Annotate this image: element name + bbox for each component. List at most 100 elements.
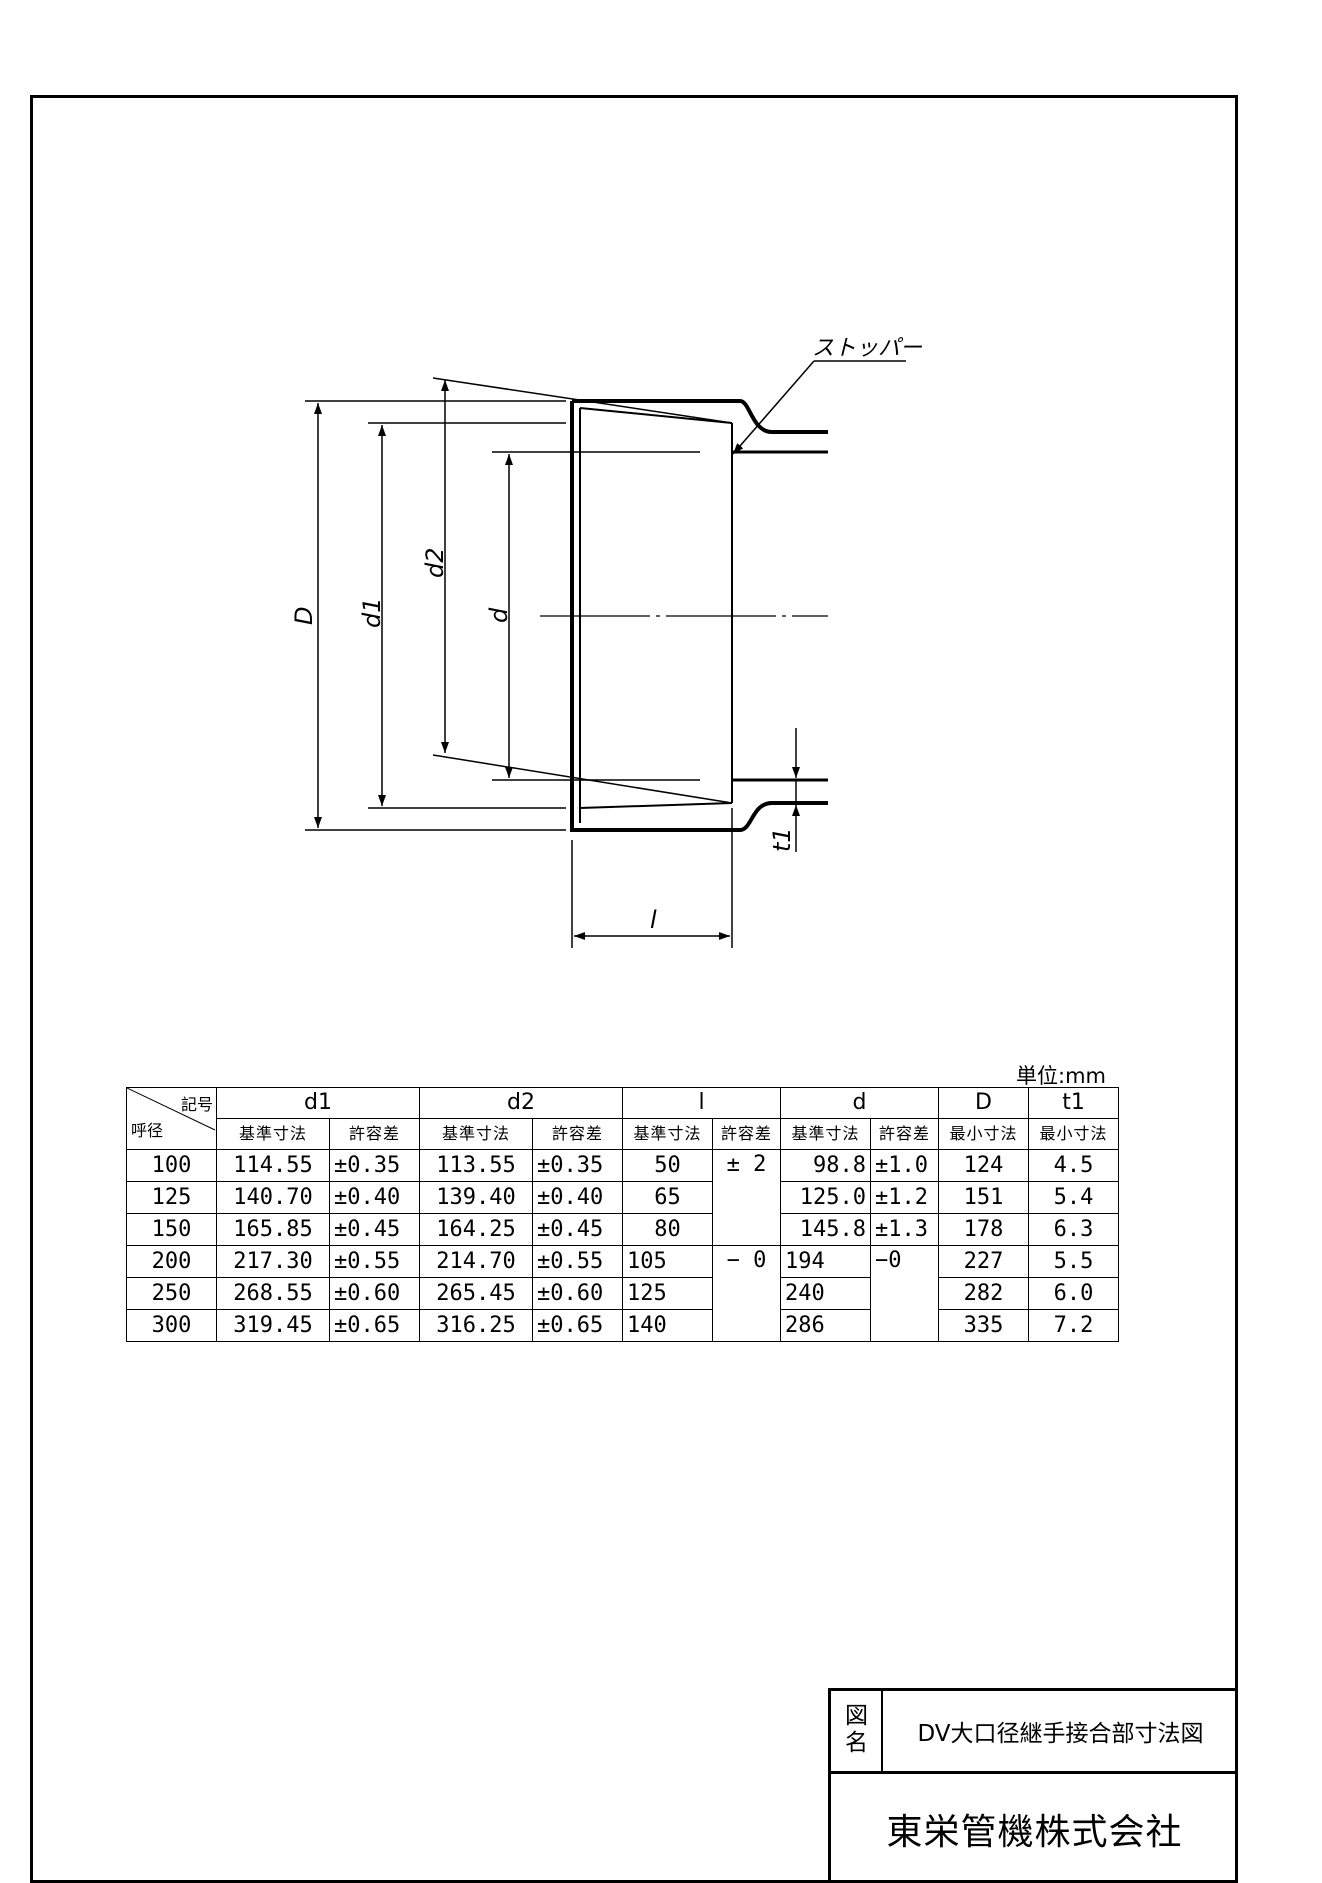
- cell-d2: 316.25: [419, 1309, 533, 1342]
- label-l: l: [650, 906, 657, 934]
- subheader: 最小寸法: [1028, 1118, 1119, 1150]
- cell-d-tol: ±1.3: [870, 1213, 939, 1246]
- cell-D: 178: [938, 1213, 1029, 1246]
- title-block-label: 図名: [831, 1691, 883, 1771]
- company-name: 東栄管機株式会社: [831, 1771, 1238, 1883]
- group-header-d2: d2: [419, 1087, 623, 1119]
- title-block: 図名 DV大口径継手接合部寸法図 東栄管機株式会社: [828, 1688, 1238, 1883]
- cell-l: 50: [622, 1149, 713, 1182]
- cell-d-tol: ±1.2: [870, 1181, 939, 1214]
- cell-d2: 214.70: [419, 1245, 533, 1278]
- subheader: 基準寸法: [419, 1118, 533, 1150]
- cell-d2: 265.45: [419, 1277, 533, 1310]
- group-header-l: l: [622, 1087, 781, 1119]
- cell-d2-tol: ±0.40: [532, 1181, 623, 1214]
- cell-d2-tol: ±0.65: [532, 1309, 623, 1342]
- cell-l: 65: [622, 1181, 713, 1214]
- group-header-D: D: [938, 1087, 1029, 1119]
- unit-label: 単位:mm: [1016, 1064, 1106, 1088]
- cross-section-drawing: D d1 d2 d l t1 ストッパー: [290, 336, 923, 948]
- cell-d1: 268.55: [216, 1277, 330, 1310]
- cell-d2: 139.40: [419, 1181, 533, 1214]
- group-header-d: d: [780, 1087, 939, 1119]
- cell-d1: 319.45: [216, 1309, 330, 1342]
- cell-d1-tol: ±0.35: [329, 1149, 420, 1182]
- cell-t1: 4.5: [1028, 1149, 1119, 1182]
- cell-nominal: 250: [126, 1277, 217, 1310]
- table-corner-cell: 記号 呼径: [126, 1087, 217, 1150]
- cell-d: 194: [780, 1245, 871, 1278]
- cell-l: 80: [622, 1213, 713, 1246]
- cell-d2: 113.55: [419, 1149, 533, 1182]
- label-d1: d1: [358, 597, 386, 628]
- corner-symbol-label: 記号: [180, 1095, 213, 1114]
- cell-d1: 217.30: [216, 1245, 330, 1278]
- cell-l: 140: [622, 1309, 713, 1342]
- cell-d: 125.0: [780, 1181, 871, 1214]
- cell-l: 105: [622, 1245, 713, 1278]
- subheader: 許容差: [532, 1118, 623, 1150]
- cell-D: 335: [938, 1309, 1029, 1342]
- cell-d2-tol: ±0.45: [532, 1213, 623, 1246]
- subheader: 基準寸法: [216, 1118, 330, 1150]
- cell-D: 282: [938, 1277, 1029, 1310]
- table-row: 125 140.70 ±0.40 139.40 ±0.40 65 125.0 ±…: [126, 1181, 1119, 1214]
- socket-outline: [572, 399, 828, 434]
- label-d2: d2: [421, 547, 449, 578]
- cell-d2: 164.25: [419, 1213, 533, 1246]
- socket-outline-bottom: [570, 401, 828, 832]
- subheader: 許容差: [870, 1118, 939, 1150]
- cell-d: 286: [780, 1309, 871, 1342]
- cell-t1: 6.0: [1028, 1277, 1119, 1310]
- table-row: 300 319.45 ±0.65 316.25 ±0.65 140 286 33…: [126, 1309, 1119, 1342]
- cell-d1-tol: ±0.60: [329, 1277, 420, 1310]
- cell-nominal: 125: [126, 1181, 217, 1214]
- cell-D: 227: [938, 1245, 1029, 1278]
- cell-d-tol: ±1.0: [870, 1149, 939, 1182]
- table-row: 100 114.55 ±0.35 113.55 ±0.35 50 ± 2 98.…: [126, 1149, 1119, 1246]
- cell-D: 151: [938, 1181, 1029, 1214]
- cell-nominal: 300: [126, 1309, 217, 1342]
- label-D: D: [290, 607, 318, 625]
- cell-d2-tol: ±0.60: [532, 1277, 623, 1310]
- cell-d1-tol: ±0.55: [329, 1245, 420, 1278]
- cell-d1: 114.55: [216, 1149, 330, 1182]
- table-row: 250 268.55 ±0.60 265.45 ±0.60 125 240 28…: [126, 1277, 1119, 1310]
- cell-nominal: 100: [126, 1149, 217, 1182]
- cell-d1-tol: ±0.65: [329, 1309, 420, 1342]
- cell-d-tol: −0: [870, 1245, 939, 1342]
- cell-nominal: 200: [126, 1245, 217, 1278]
- subheader: 許容差: [712, 1118, 781, 1150]
- cell-d1: 165.85: [216, 1213, 330, 1246]
- cell-t1: 5.5: [1028, 1245, 1119, 1278]
- cell-d2-tol: ±0.55: [532, 1245, 623, 1278]
- cell-d1-tol: ±0.40: [329, 1181, 420, 1214]
- cell-d: 145.8: [780, 1213, 871, 1246]
- cell-d1: 140.70: [216, 1181, 330, 1214]
- label-t1: t1: [768, 827, 796, 852]
- table-row: 150 165.85 ±0.45 164.25 ±0.45 80 145.8 ±…: [126, 1213, 1119, 1246]
- subheader: 基準寸法: [622, 1118, 713, 1150]
- group-header-d1: d1: [216, 1087, 420, 1119]
- drawing-name: DV大口径継手接合部寸法図: [917, 1721, 1204, 1747]
- subheader: 基準寸法: [780, 1118, 871, 1150]
- label-d: d: [485, 607, 513, 623]
- cell-d2-tol: ±0.35: [532, 1149, 623, 1182]
- cell-l-tol-plusminus: ± 2: [712, 1149, 781, 1246]
- subheader: 最小寸法: [938, 1118, 1029, 1150]
- table-row: 200 217.30 ±0.55 214.70 ±0.55 105 − 0 19…: [126, 1245, 1119, 1342]
- cell-d: 240: [780, 1277, 871, 1310]
- group-header-t1: t1: [1028, 1087, 1119, 1119]
- cell-l: 125: [622, 1277, 713, 1310]
- dimension-table: 記号 呼径 d1 d2 l d D t1 基準寸法 許容差 基準寸法 許容差 基…: [126, 1087, 1119, 1342]
- cell-nominal: 150: [126, 1213, 217, 1246]
- subheader: 許容差: [329, 1118, 420, 1150]
- corner-nominal-label: 呼径: [131, 1121, 164, 1140]
- label-stopper: ストッパー: [812, 336, 923, 361]
- cell-l-tol-minus: − 0: [712, 1245, 781, 1342]
- cell-D: 124: [938, 1149, 1029, 1182]
- cell-t1: 5.4: [1028, 1181, 1119, 1214]
- cell-d1-tol: ±0.45: [329, 1213, 420, 1246]
- cell-d: 98.8: [780, 1149, 871, 1182]
- cell-t1: 6.3: [1028, 1213, 1119, 1246]
